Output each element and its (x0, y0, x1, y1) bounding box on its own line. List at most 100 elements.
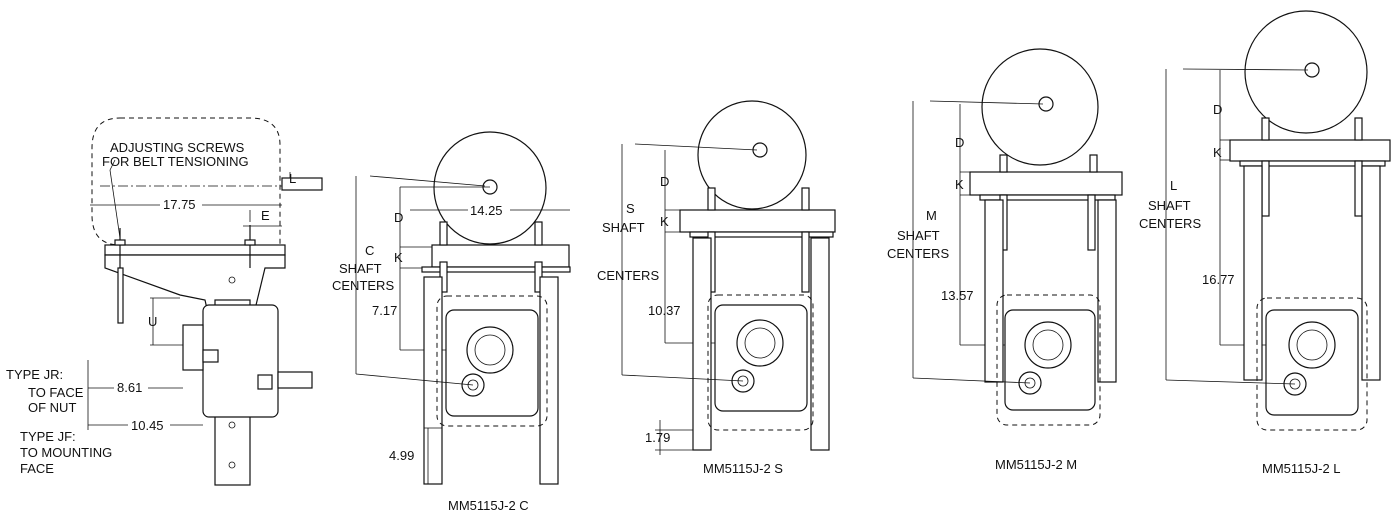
dim-l-side: L (289, 171, 296, 186)
slot-plate (979, 194, 1116, 201)
view-m-centers-label: CENTERS (887, 246, 949, 261)
input-shaft-inner (467, 379, 479, 391)
motor-base (969, 171, 1123, 196)
shaft-leader-bottom (355, 373, 474, 386)
output-bore-inner (1032, 329, 1064, 361)
leg-right (1361, 165, 1381, 381)
output-bore (466, 326, 514, 374)
output-bore-inner (1296, 329, 1328, 361)
view-m: M SHAFT CENTERS D K 13.57 MM5115J-2 M (887, 48, 1123, 472)
view-m-caption: MM5115J-2 M (995, 457, 1077, 472)
motor-base (1229, 139, 1391, 162)
slot-plate (689, 231, 834, 238)
gearbox-outline (996, 294, 1101, 426)
leg-left (984, 199, 1004, 383)
view-c-k-label: K (394, 250, 403, 265)
output-bore-inner (744, 327, 776, 359)
view-l-caption: MM5115J-2 L (1262, 461, 1341, 476)
dim-8-61: 8.61 (117, 380, 142, 395)
view-l-k-label: K (1213, 145, 1222, 160)
view-c-height-dim: 7.17 (372, 303, 397, 318)
type-jf-line-3: FACE (20, 461, 54, 476)
dim-17-75: 17.75 (163, 197, 196, 212)
motor-pulley (697, 100, 807, 210)
dim-u: U (148, 314, 157, 329)
tensioning-rod (117, 267, 124, 324)
view-m-d-label: D (955, 135, 964, 150)
output-bore (736, 319, 784, 367)
type-jf-line-1: TYPE JF: (20, 429, 76, 444)
view-s-shaft-label: SHAFT (602, 220, 645, 235)
view-s-d-label: D (660, 174, 669, 189)
dim-label-bg (468, 202, 510, 218)
dim-label-bg (128, 417, 170, 433)
stud (1354, 117, 1363, 141)
dim-label-bg (160, 196, 202, 212)
stud (439, 221, 448, 246)
stud (801, 187, 810, 211)
stud (1261, 117, 1270, 141)
stud (1089, 154, 1098, 173)
gearbox-outline (1256, 297, 1368, 431)
leg-left (1243, 165, 1263, 381)
view-m-shaft-label: SHAFT (897, 228, 940, 243)
output-bore-inner (474, 334, 506, 366)
note-leader (109, 169, 121, 239)
view-m-center-label: M (926, 208, 937, 223)
bolt-hole (228, 421, 236, 429)
motor-base (431, 244, 570, 268)
shaft-leader-bottom (912, 377, 1031, 384)
input-hub (182, 324, 204, 371)
shaft-leader (1182, 68, 1309, 71)
type-jf-line-2: TO MOUNTING (20, 445, 112, 460)
type-jr-line-1: TYPE JR: (6, 367, 63, 382)
view-c: C SHAFT CENTERS D K 14.25 7.17 4.99 MM51… (332, 131, 571, 513)
shaft-leader (634, 143, 758, 151)
stud (534, 221, 543, 246)
stud (1087, 194, 1096, 251)
view-m-height-dim: 13.57 (941, 288, 974, 303)
bolt-hole (228, 276, 236, 284)
bolt-hole (228, 461, 236, 469)
view-m-k-label: K (955, 177, 964, 192)
leg-right (539, 276, 559, 485)
view-s-caption: MM5115J-2 S (703, 461, 783, 476)
hub-collar (202, 349, 219, 363)
belt-guard-outline (91, 117, 281, 246)
gearbox-outline (707, 294, 814, 431)
view-c-centers-label: CENTERS (332, 278, 394, 293)
leg-right (1097, 199, 1117, 383)
view-c-center-label: C (365, 243, 374, 258)
shaft-leader-bottom (1165, 379, 1296, 385)
view-l-height-dim: 16.77 (1202, 272, 1235, 287)
view-c-caption: MM5115J-2 C (448, 498, 529, 513)
view-l-shaft-label: SHAFT (1148, 198, 1191, 213)
view-l: L SHAFT CENTERS D K 16.77 MM5115J-2 L (1139, 10, 1391, 476)
view-l-centers-label: CENTERS (1139, 216, 1201, 231)
dim-e: E (261, 208, 270, 223)
view-c-width-dim: 14.25 (470, 203, 503, 218)
view-s-leg-dim: 1.79 (645, 430, 670, 445)
shaft-nut (257, 374, 273, 390)
view-l-center-label: L (1170, 178, 1177, 193)
view-c-leg-dim: 4.99 (389, 448, 414, 463)
type-jr-line-2: TO FACE (28, 385, 84, 400)
side-view: ADJUSTING SCREWS FOR BELT TENSIONING L 1… (6, 117, 323, 486)
screw-nut (244, 239, 256, 246)
screw-nut (114, 239, 126, 246)
stud (801, 231, 810, 293)
note-line-1: ADJUSTING SCREWS (110, 140, 245, 155)
view-s-k-label: K (660, 214, 669, 229)
leg-left (692, 237, 712, 451)
motor-base (679, 209, 836, 233)
stud (707, 187, 716, 211)
view-s-center-label: S (626, 201, 635, 216)
view-l-d-label: D (1213, 102, 1222, 117)
shaft-leader (369, 175, 486, 187)
stud (1261, 160, 1270, 217)
view-s-height-dim: 10.37 (648, 303, 681, 318)
dim-10-45: 10.45 (131, 418, 164, 433)
type-jr-line-3: OF NUT (28, 400, 76, 415)
